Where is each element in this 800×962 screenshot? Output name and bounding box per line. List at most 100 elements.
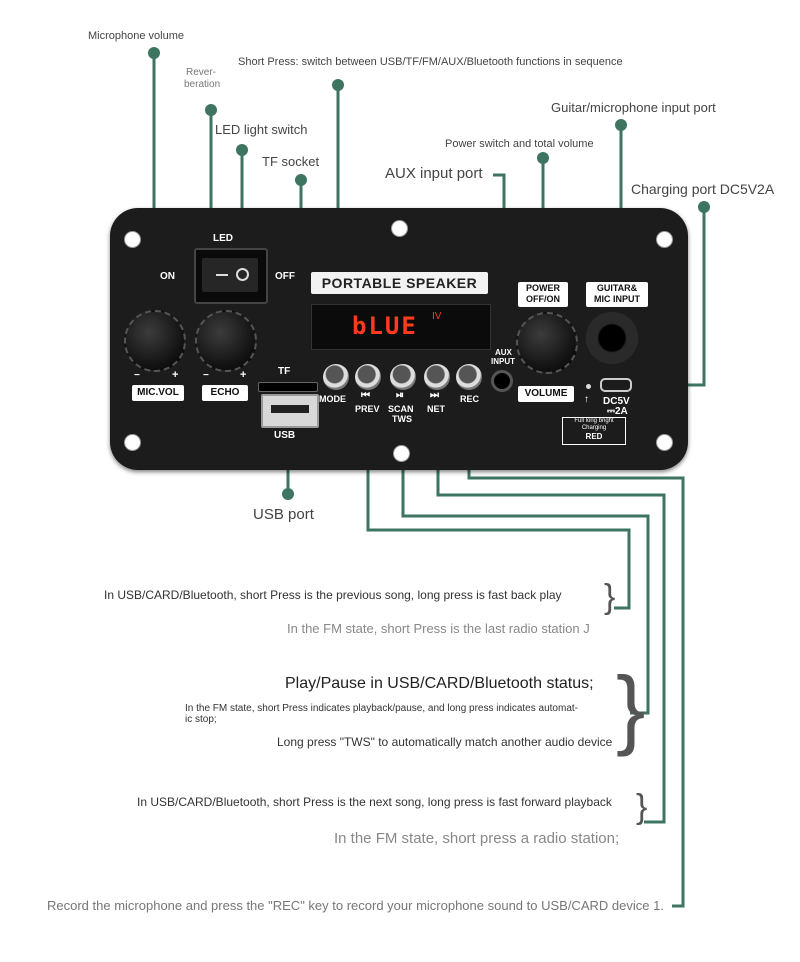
rec-label: REC [460,394,480,404]
dot-mode [332,79,344,91]
brace-icon: } [604,578,616,616]
play-pause-button[interactable] [390,364,416,390]
charge-indicator-led [586,384,591,389]
charge-note-2: Charging [581,425,607,431]
power-label-1: POWER [525,283,560,293]
brace-icon: } [616,658,646,757]
play-desc-fm-1: In the FM state, short Press indicates p… [185,703,578,714]
circle-icon [236,268,249,281]
play-desc-title: Play/Pause in USB/CARD/Bluetooth status; [285,675,594,692]
next-desc-1: In USB/CARD/Bluetooth, short Press is th… [137,795,612,809]
tf-card-slot[interactable] [258,382,318,392]
led-display: bLUE IV [311,304,491,350]
label-usb-port: USB port [253,506,314,523]
power-label: POWER OFF/ON [518,282,568,307]
next-desc-2: In the FM state, short press a radio sta… [334,830,620,847]
guitar-mic-jack[interactable] [586,312,638,364]
label-guitar: Guitar/microphone input port [551,100,716,115]
echo-plus: + [240,369,247,381]
tf-label: TF [278,366,291,377]
label-led-switch: LED light switch [215,122,308,137]
mode-label: MODE [319,394,346,404]
dot-reverb [205,104,217,116]
dot-charging [698,201,710,213]
prev-label: PREV [355,404,380,414]
power-label-2: OFF/ON [526,294,560,304]
led-switch[interactable] [194,248,268,304]
led-rocker [202,258,258,292]
dc-label-1: DC5V [603,396,630,407]
dot-tf [295,174,307,186]
screw [656,434,673,451]
label-reverb-1: Rever- [186,67,217,78]
aux-label-2: INPUT [491,357,515,366]
mic-vol-label: MIC.VOL [132,385,184,401]
rec-desc: Record the microphone and press the "REC… [47,898,664,913]
mode-button[interactable] [323,364,349,390]
dot-led [236,144,248,156]
dot-mic-volume [148,47,160,59]
mic-vol-plus: + [172,369,179,381]
usb-c-charge-port[interactable] [600,378,632,392]
play-pause-icon: ⏯ [396,390,404,401]
screw [124,434,141,451]
next-label: NET [427,404,445,414]
prev-button[interactable] [355,364,381,390]
tws-label: TWS [392,414,412,424]
aux-label-1: AUX [495,348,512,357]
brace-icon: } [636,788,648,826]
power-volume-knob[interactable] [516,312,578,374]
label-mic-volume: Microphone volume [88,30,184,42]
display-text: bLUE [352,312,418,340]
usb-tongue [271,405,309,413]
guitar-mic-label-1: GUITAR& [596,283,638,293]
dot-guitar [615,119,627,131]
usb-label: USB [274,430,296,441]
echo-minus: − [203,370,209,381]
guitar-mic-label: GUITAR& MIC INPUT [586,282,648,307]
prev-desc-1: In USB/CARD/Bluetooth, short Press is th… [104,588,562,602]
play-desc-fm-2: ic stop; [185,714,217,725]
screw [391,220,408,237]
display-suffix: IV [432,311,442,322]
usb-socket[interactable] [261,394,319,428]
on-label: ON [160,271,175,282]
off-label: OFF [275,271,295,282]
charge-note-1: Full long bright [574,418,614,424]
arrow-up-icon: ↑ [584,394,589,405]
charge-note-box: Full long bright Charging RED [562,417,626,445]
scan-label: SCAN [388,404,414,414]
dash-icon [216,274,228,276]
echo-knob[interactable] [195,310,257,372]
prev-desc-2: In the FM state, short Press is the last… [287,621,590,636]
mic-volume-knob[interactable] [124,310,186,372]
next-icon: ⏭ [430,390,439,401]
led-label: LED [213,233,233,244]
label-charging: Charging port DC5V2A [631,181,775,197]
leader-play [401,390,650,715]
label-aux-port: AUX input port [385,165,483,182]
charge-note-3: RED [585,432,603,441]
screw [656,231,673,248]
leader-prev [366,390,631,610]
aux-jack[interactable] [491,370,513,392]
title-plate: PORTABLE SPEAKER [311,272,488,294]
dot-usb [282,488,294,500]
play-desc-tws: Long press "TWS" to automatically match … [277,735,613,749]
label-tf-socket: TF socket [262,154,320,169]
echo-label: ECHO [202,385,248,401]
label-mode: Short Press: switch between USB/TF/FM/AU… [238,56,623,68]
amplifier-panel: LED ON OFF PORTABLE SPEAKER bLUE IV − + … [110,208,688,470]
next-button[interactable] [424,364,450,390]
volume-label: VOLUME [518,386,574,402]
guitar-mic-label-2: MIC INPUT [594,294,640,304]
dot-power [537,152,549,164]
label-power: Power switch and total volume [445,138,594,150]
dc-label-2: ⎓2A [607,406,628,417]
mic-vol-minus: − [134,370,140,381]
prev-icon: ⏮ [361,390,370,401]
screw [124,231,141,248]
label-reverb-2: beration [184,79,221,90]
rec-button[interactable] [456,364,482,390]
